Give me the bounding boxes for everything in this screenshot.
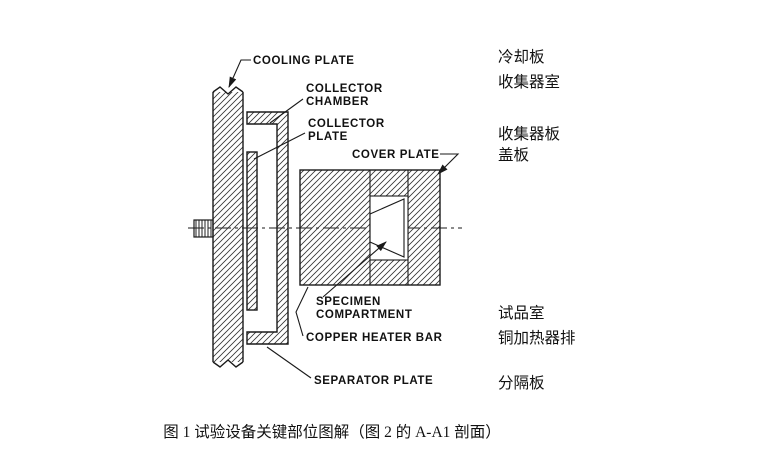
separator-plate-leader <box>266 346 312 379</box>
copper-heater-bar-label: COPPER HEATER BAR <box>306 332 443 344</box>
heater-block-shape <box>299 169 441 286</box>
collector-chamber-label-line1: COLLECTOR <box>306 83 383 95</box>
separator-plate-label: SEPARATOR PLATE <box>314 375 433 387</box>
separator-plate-shape <box>246 111 289 345</box>
bolt-shape <box>193 219 214 238</box>
cover-plate-label-zh: 盖板 <box>498 146 529 164</box>
figure-caption: 图 1 试验设备关键部位图解（图 2 的 A-A1 剖面） <box>163 423 501 441</box>
copper-heater-bar-leader <box>295 286 309 337</box>
specimen-compartment-label-line1: SPECIMEN <box>316 296 381 308</box>
specimen-compartment-leader <box>322 241 387 298</box>
collector-plate-leader <box>253 132 306 160</box>
specimen-compartment-label-zh: 试品室 <box>498 304 545 322</box>
cover-plate-shape <box>408 170 440 285</box>
copper-heater-bar-label-zh: 铜加热器排 <box>498 329 576 347</box>
collector-chamber-label-zh: 收集器室 <box>498 73 560 91</box>
collector-plate-shape <box>246 151 258 311</box>
collector-plate-label-zh: 收集器板 <box>498 125 560 143</box>
collector-plate-label-line2: PLATE <box>308 131 348 143</box>
cooling-plate-shape <box>212 86 244 368</box>
cooling-plate-label-zh: 冷却板 <box>498 48 545 66</box>
specimen-compartment-label-line2: COMPARTMENT <box>316 309 412 321</box>
cover-plate-leader <box>437 153 460 175</box>
cooling-plate-label: COOLING PLATE <box>253 55 355 67</box>
cooling-plate-leader <box>228 59 251 89</box>
collector-chamber-leader <box>269 98 304 124</box>
cover-plate-label: COVER PLATE <box>352 149 440 161</box>
collector-chamber-label-line2: CHAMBER <box>306 96 369 108</box>
separator-plate-label-zh: 分隔板 <box>498 374 545 392</box>
collector-plate-label-line1: COLLECTOR <box>308 118 385 130</box>
